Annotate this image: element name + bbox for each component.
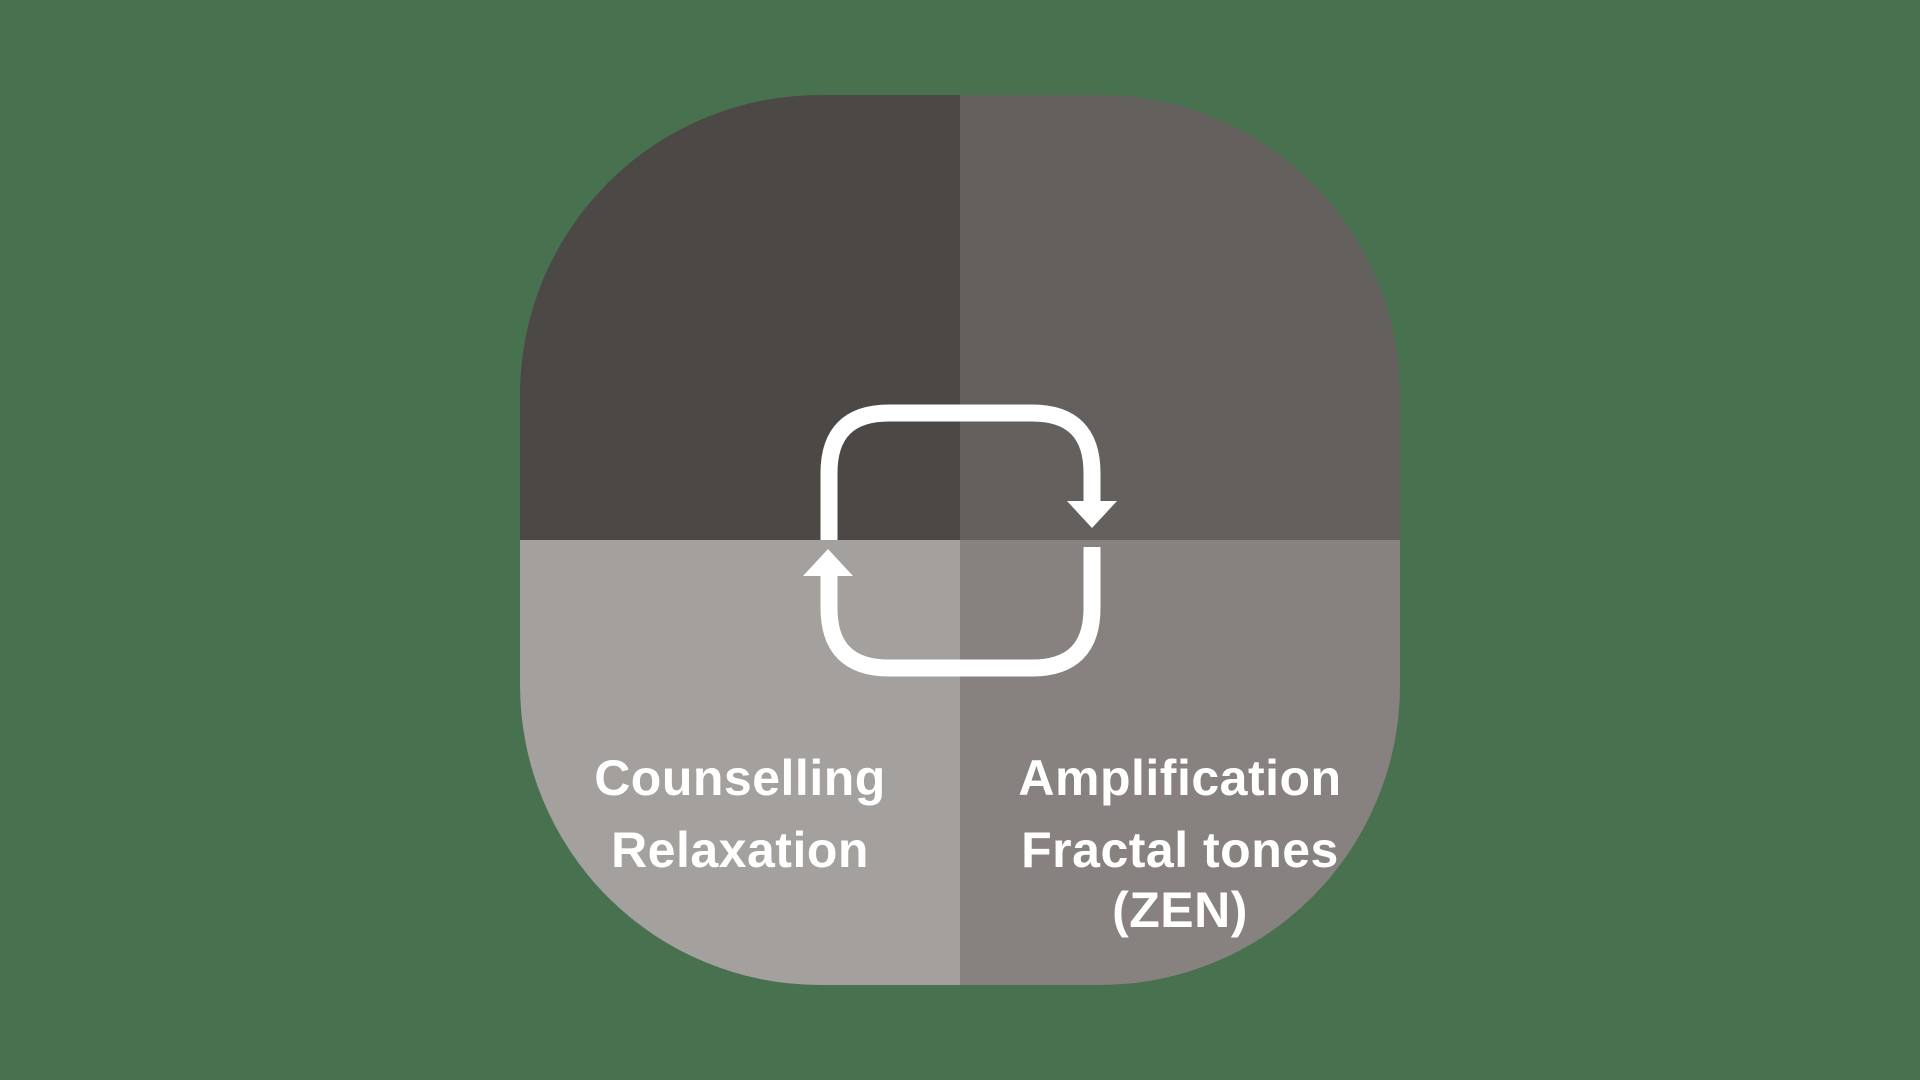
- quadrant-amplification: [960, 95, 1400, 540]
- quadrant-fractal-tones: [960, 540, 1400, 985]
- quadrant-counselling: [520, 95, 960, 540]
- quadrant-relaxation: [520, 540, 960, 985]
- quadrant-diagram: [520, 95, 1400, 985]
